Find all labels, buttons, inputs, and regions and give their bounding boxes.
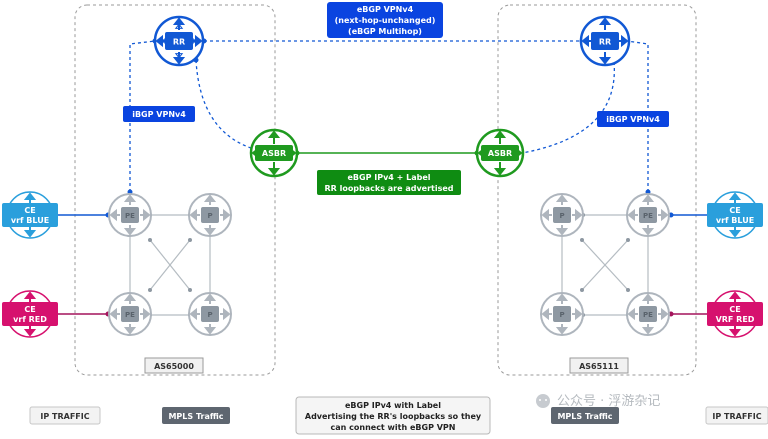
- router-label: PE: [125, 311, 135, 319]
- legend-ip-traffic-right: IP TRAFFIC: [705, 406, 768, 425]
- ibgp-right-label: iBGP VPNv4: [606, 115, 660, 124]
- as-label-left: AS65000: [154, 362, 194, 371]
- watermark-text: 公众号 · 浮游杂记: [557, 394, 660, 409]
- router-p-left-bottom[interactable]: P: [188, 292, 232, 336]
- rr-right-node[interactable]: RR: [579, 15, 631, 67]
- as-container-right: [497, 4, 697, 376]
- router-label: PE: [643, 212, 653, 220]
- ibgp-left-label: iBGP VPNv4: [132, 110, 186, 119]
- router-arrows-icon: [109, 293, 151, 335]
- router-label: P: [559, 212, 564, 220]
- ce-right-blue-line1: CE: [729, 206, 740, 215]
- router-label: P: [207, 311, 212, 319]
- ce-left-blue-line1: CE: [24, 206, 35, 215]
- router-arrows-icon: [627, 293, 669, 335]
- left-core-links: [129, 214, 211, 316]
- router-label: P: [559, 311, 564, 319]
- router-pe-left-bottom[interactable]: PE: [108, 292, 152, 336]
- router-arrows-icon: [189, 194, 231, 236]
- legend-mpls-traffic-right: MPLS Traffic: [551, 407, 619, 424]
- router-p-left-top[interactable]: P: [188, 193, 232, 237]
- rr-left-node[interactable]: RR: [153, 15, 205, 67]
- legend-note-line1: eBGP IPv4 with Label: [345, 401, 441, 410]
- ebgp-vpnv4-line3: (eBGP Multihop): [348, 27, 422, 36]
- ibgp-right-badge: iBGP VPNv4: [597, 111, 669, 127]
- router-arrows-icon: [189, 293, 231, 335]
- router-arrows-icon: [541, 293, 583, 335]
- rr-right-label: RR: [599, 38, 611, 47]
- legend-ip-traffic-left: IP TRAFFIC: [29, 406, 101, 425]
- router-pe-right-top[interactable]: PE: [626, 193, 670, 237]
- legend-ip-right-label: IP TRAFFIC: [712, 412, 761, 421]
- router-pe-left-top[interactable]: PE: [108, 193, 152, 237]
- as-container-left: [74, 4, 276, 376]
- asbr-right-node[interactable]: ASBR: [475, 128, 525, 178]
- ibgp-rr-asbr-right: [521, 61, 615, 154]
- as-label-left-box: [144, 357, 204, 374]
- ibgp-pe-rr-right: [626, 40, 649, 192]
- ce-left-blue-node[interactable]: CE vrf BLUE: [2, 191, 58, 239]
- core-routers: PE P PE P P PE P PE: [108, 193, 670, 336]
- ce-right-red-node[interactable]: CE VRF RED: [707, 290, 763, 338]
- ce-left-red-line2: vrf RED: [13, 315, 47, 324]
- legend-note-line3: can connect with eBGP VPN: [331, 423, 456, 432]
- ebgp-ipv4-label-line2: RR loopbacks are advertised: [324, 184, 453, 193]
- router-arrows-icon: [627, 194, 669, 236]
- watermark: 公众号 · 浮游杂记: [536, 394, 660, 409]
- ibgp-pe-rr-left: [129, 40, 156, 192]
- rr-left-label: RR: [173, 38, 185, 47]
- router-label: P: [207, 212, 212, 220]
- ce-right-red-line1: CE: [729, 305, 740, 314]
- asbr-left-label: ASBR: [262, 149, 286, 158]
- legend-mpls-traffic-left: MPLS Traffic: [162, 407, 230, 424]
- ebgp-vpnv4-badge: eBGP VPNv4 (next-hop-unchanged) (eBGP Mu…: [327, 2, 443, 38]
- ebgp-ipv4-label-line1: eBGP IPv4 + Label: [347, 173, 430, 182]
- right-core-links: [561, 214, 649, 316]
- ce-left-red-node[interactable]: CE vrf RED: [2, 290, 58, 338]
- ce-left-blue-line2: vrf BLUE: [11, 216, 49, 225]
- router-p-right-bottom[interactable]: P: [540, 292, 584, 336]
- router-arrows-icon: [541, 194, 583, 236]
- legend-mpls-right-label: MPLS Traffic: [557, 412, 612, 421]
- ibgp-rr-asbr-left: [195, 59, 252, 149]
- ibgp-left-badge: iBGP VPNv4: [123, 106, 195, 122]
- ce-right-blue-line2: vrf BLUE: [716, 216, 754, 225]
- ebgp-vpnv4-line2: (next-hop-unchanged): [335, 16, 436, 25]
- ce-right-red-line2: VRF RED: [716, 315, 755, 324]
- ebgp-ipv4-label-badge: eBGP IPv4 + Label RR loopbacks are adver…: [317, 170, 461, 195]
- router-pe-right-bottom[interactable]: PE: [626, 292, 670, 336]
- legend-note: eBGP IPv4 with Label Advertising the RR'…: [295, 396, 491, 435]
- ce-right-blue-node[interactable]: CE vrf BLUE: [707, 191, 763, 239]
- legend-mpls-left-label: MPLS Traffic: [168, 412, 223, 421]
- ce-left-red-line1: CE: [24, 305, 35, 314]
- router-label: PE: [643, 311, 653, 319]
- asbr-right-label: ASBR: [488, 149, 512, 158]
- router-p-right-top[interactable]: P: [540, 193, 584, 237]
- router-arrows-icon: [109, 194, 151, 236]
- as-label-right-box: [569, 357, 629, 374]
- asbr-left-node[interactable]: ASBR: [249, 128, 299, 178]
- wechat-icon: [536, 394, 550, 408]
- ebgp-vpnv4-line1: eBGP VPNv4: [357, 5, 414, 14]
- router-label: PE: [125, 212, 135, 220]
- as-label-right: AS65111: [579, 362, 619, 371]
- legend-ip-left-label: IP TRAFFIC: [40, 412, 89, 421]
- legend-note-line2: Advertising the RR's loopbacks so they: [305, 412, 482, 421]
